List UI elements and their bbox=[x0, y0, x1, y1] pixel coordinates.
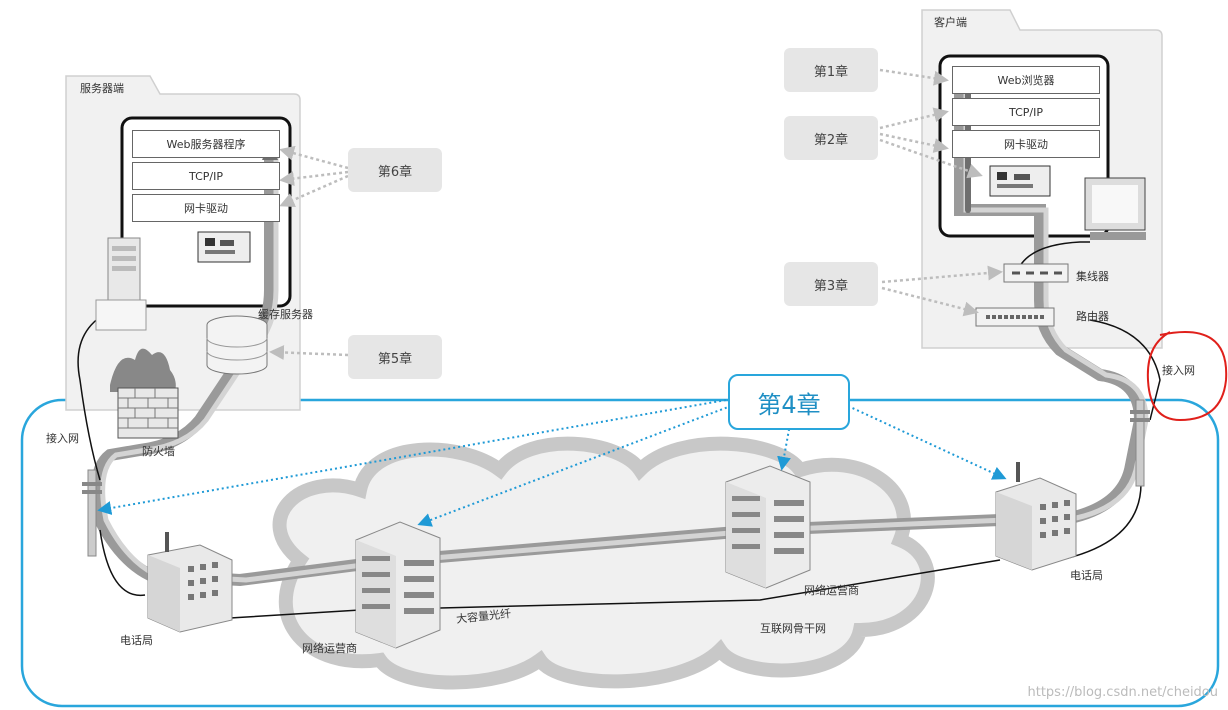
cache-server-icon bbox=[206, 315, 268, 375]
server-machine bbox=[95, 237, 147, 331]
chapter-6-label: 第6章 bbox=[348, 148, 442, 192]
phone-office-right-label: 电话局 bbox=[1070, 569, 1103, 582]
hub-icon bbox=[1003, 263, 1069, 283]
annotation-circle bbox=[1146, 331, 1228, 422]
phone-office-right bbox=[995, 462, 1077, 571]
chapter-5-label: 第5章 bbox=[348, 335, 442, 379]
network-region bbox=[20, 398, 1220, 708]
client-title: 客户端 bbox=[934, 16, 967, 29]
router-label: 路由器 bbox=[1076, 310, 1109, 323]
backbone-label: 互联网骨干网 bbox=[760, 622, 826, 635]
router-icon bbox=[975, 307, 1055, 327]
client-stack-layer-driver: 网卡驱动 bbox=[952, 130, 1100, 158]
chapter-3-label: 第3章 bbox=[784, 262, 878, 306]
pole-right bbox=[1130, 399, 1150, 487]
isp-right-label: 网络运营商 bbox=[804, 584, 859, 597]
phone-office-left-label: 电话局 bbox=[120, 634, 153, 647]
isp-left bbox=[355, 521, 441, 649]
chapter-4-label: 第4章 bbox=[728, 374, 850, 430]
server-nic-card bbox=[197, 231, 251, 263]
client-nic-card bbox=[989, 165, 1051, 197]
chapter-1-label: 第1章 bbox=[784, 48, 878, 92]
firewall-icon bbox=[110, 348, 179, 439]
server-stack-layer-tcpip: TCP/IP bbox=[132, 162, 280, 190]
watermark: https://blog.csdn.net/cheidou bbox=[1027, 685, 1219, 700]
client-stack-layer-app: Web浏览器 bbox=[952, 66, 1100, 94]
isp-right bbox=[725, 465, 811, 589]
isp-left-label: 网络运营商 bbox=[302, 642, 357, 655]
client-access-network-label: 接入网 bbox=[1162, 364, 1195, 377]
chapter4-arrows bbox=[97, 399, 1007, 527]
server-stack-layer-app: Web服务器程序 bbox=[132, 130, 280, 158]
phone-office-left bbox=[147, 532, 233, 633]
firewall-label: 防火墙 bbox=[142, 445, 175, 458]
server-stack-layer-driver: 网卡驱动 bbox=[132, 194, 280, 222]
hub-label: 集线器 bbox=[1076, 270, 1109, 283]
pole-left bbox=[82, 469, 102, 557]
server-title: 服务器端 bbox=[80, 82, 124, 95]
chapter-arrows bbox=[269, 68, 1003, 360]
server-access-network-label: 接入网 bbox=[46, 432, 79, 445]
cache-server-label: 缓存服务器 bbox=[258, 308, 313, 321]
chapter-2-label: 第2章 bbox=[784, 116, 878, 160]
monitor-icon bbox=[1084, 177, 1146, 240]
client-stack-layer-tcpip: TCP/IP bbox=[952, 98, 1100, 126]
